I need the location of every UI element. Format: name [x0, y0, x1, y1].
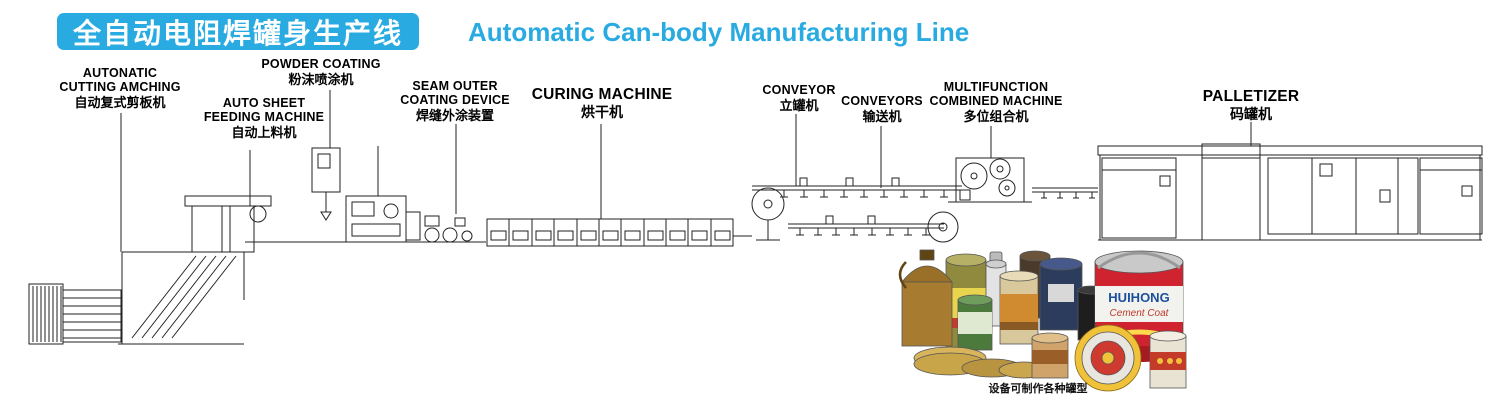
- label-feeding-cn: 自动上料机: [231, 125, 297, 140]
- sheet-feeding-machine: [184, 195, 486, 253]
- label-conveyor-en1: CONVEYOR: [762, 83, 836, 97]
- can-bronze-jug: [898, 249, 953, 347]
- cans-caption: 设备可制作各种罐型: [988, 383, 1088, 395]
- label-curing-cn: 烘干机: [580, 104, 623, 121]
- curing-machine: [486, 218, 752, 247]
- label-cutting-en2: CUTTING AMCHING: [59, 80, 181, 94]
- can-printed-tan: [999, 270, 1039, 345]
- label-conveyor-cn: 立罐机: [779, 98, 819, 113]
- can-brand-sub-text: Cement Coat: [1110, 308, 1170, 319]
- can-tan-small: [1031, 332, 1069, 379]
- label-cutting-cn: 自动复式剪板机: [74, 95, 166, 110]
- conveyor-elevator: [751, 177, 962, 243]
- label-cutting-machine: AUTONATIC CUTTING AMCHING 自动复式剪板机: [59, 66, 180, 111]
- label-conveyors-en1: CONVEYORS: [841, 94, 923, 108]
- label-powder-cn: 粉沫喷涂机: [288, 72, 354, 87]
- title-banner: 全自动电阻焊罐身生产线: [57, 13, 420, 50]
- can-brand-text: HUIHONG: [1108, 290, 1169, 305]
- label-curing-en1: CURING MACHINE: [531, 86, 673, 103]
- label-conveyors-cn: 输送机: [862, 109, 902, 124]
- label-feeding-en1: AUTO SHEET: [222, 96, 306, 110]
- can-green: [957, 294, 993, 351]
- seam-coating-device: [424, 215, 473, 243]
- label-curing-machine: CURING MACHINE 烘干机: [532, 86, 673, 122]
- can-gold-lids: [913, 346, 1050, 379]
- label-multifunction: MULTIFUNCTION COMBINED MACHINE 多位组合机: [929, 80, 1062, 125]
- cutting-machine: [118, 251, 245, 345]
- can-navy-drum: [1039, 257, 1083, 331]
- label-palletizer: PALLETIZER 码罐机: [1203, 88, 1299, 124]
- sheet-stack-machine: [28, 283, 122, 345]
- multifunction-combined-machine: [948, 157, 1032, 203]
- label-conveyor: CONVEYOR 立罐机: [762, 83, 835, 114]
- label-multifunction-en2: COMBINED MACHINE: [929, 94, 1063, 108]
- label-cutting-en1: AUTONATIC: [82, 66, 158, 80]
- can-fruit-small: [1149, 330, 1187, 389]
- can-yellow-tin: [1074, 324, 1142, 392]
- powder-coating-machine: [311, 146, 379, 221]
- label-palletizer-en1: PALLETIZER: [1202, 88, 1300, 105]
- welding-machine: [345, 195, 421, 243]
- label-seam-coating: SEAM OUTER COATING DEVICE 焊缝外涂装置: [400, 79, 510, 124]
- link-conveyor: [1032, 187, 1098, 199]
- label-seam-en2: COATING DEVICE: [400, 93, 510, 107]
- label-conveyors: CONVEYORS 输送机: [841, 94, 923, 125]
- label-seam-en1: SEAM OUTER: [412, 79, 498, 93]
- label-feeding-en2: FEEDING MACHINE: [203, 110, 325, 124]
- label-powder-coating: POWDER COATING 粉沫喷涂机: [261, 57, 380, 88]
- leader-lines: [120, 90, 1252, 252]
- label-multifunction-cn: 多位组合机: [963, 109, 1029, 124]
- page-title-en: Automatic Can-body Manufacturing Line: [468, 17, 970, 47]
- label-sheet-feeding: AUTO SHEET FEEDING MACHINE 自动上料机: [204, 96, 324, 141]
- label-multifunction-en1: MULTIFUNCTION: [943, 80, 1049, 94]
- label-seam-cn: 焊缝外涂装置: [415, 108, 494, 123]
- product-cans-photo: HUIHONG Cement Coat: [898, 249, 1187, 392]
- page-title-cn: 全自动电阻焊罐身生产线: [73, 17, 404, 49]
- palletizer-machine: [1097, 143, 1483, 241]
- label-palletizer-cn: 码罐机: [1230, 106, 1272, 123]
- label-powder-en1: POWDER COATING: [261, 57, 381, 71]
